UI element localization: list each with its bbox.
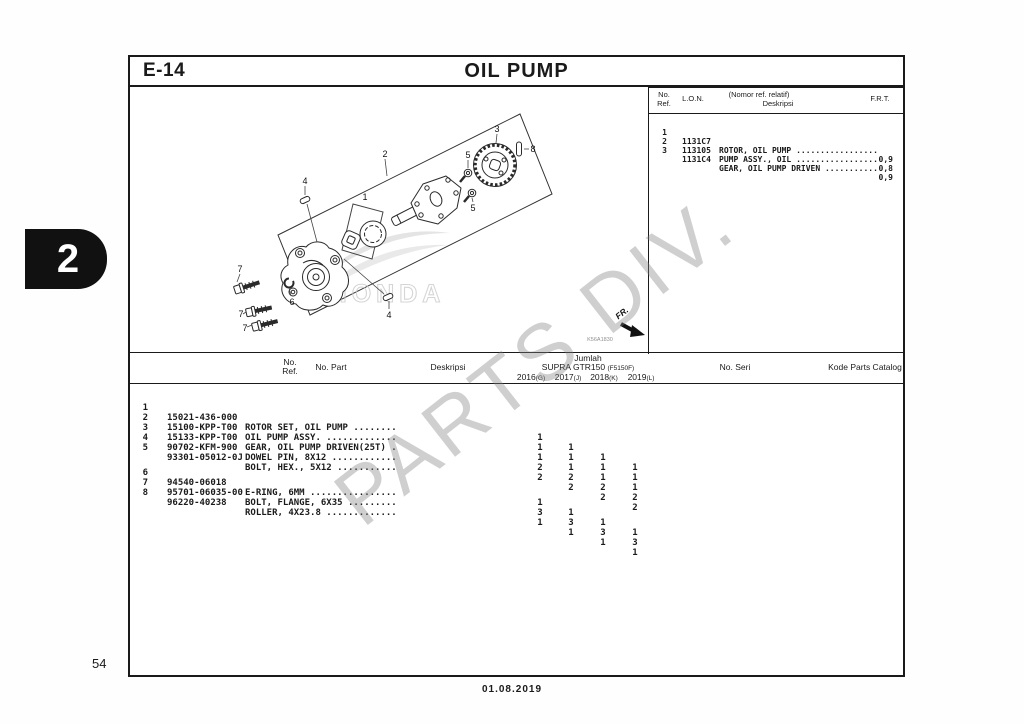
col-year-2019: 2019(L) [627, 372, 655, 383]
fr-arrow-icon: FR. [613, 305, 645, 337]
table-row: 7 95701-06035-00 BOLT, FLANGE, 6X35 ....… [142, 478, 638, 548]
callout-8: 8 [530, 144, 535, 154]
flange-bolt-1 [233, 280, 261, 295]
fr-label: FR. [613, 305, 630, 321]
col-model: SUPRA GTR150 (F5150F) [541, 362, 635, 373]
col-year-2017: 2017(J) [554, 372, 582, 383]
page-number: 54 [92, 656, 107, 671]
callout-3: 3 [494, 124, 499, 134]
pump-cover-plate [410, 175, 462, 225]
table-row: 4 90702-KFM-900 DOWEL PIN, 8X12 ........… [142, 433, 638, 503]
leader-lines [236, 133, 529, 328]
driven-sprocket [473, 143, 517, 187]
ref-table-rule [649, 113, 903, 114]
col-frt: F.R.T. [870, 94, 890, 103]
page-title: OIL PUMP [464, 60, 569, 82]
callout-2: 2 [382, 149, 387, 159]
section-side-tab: 2 [25, 229, 107, 289]
col-jumlah: Jumlah [574, 353, 602, 363]
callout-5-upper: 5 [465, 150, 470, 160]
dowel-pin-upper [299, 195, 311, 205]
main-frame: E-14 OIL PUMP No. Ref. L.O.N. (Nomor ref… [128, 55, 905, 677]
table-row: 3 15133-KPP-T00 GEAR, OIL PUMP DRIVEN(25… [142, 423, 638, 493]
table-row: 8 96220-40238 ROLLER, 4X23.8 ...........… [142, 488, 638, 558]
callout-4-lower: 4 [386, 310, 391, 320]
pump-body [280, 241, 349, 311]
outer-rotor [359, 220, 387, 248]
col-no-ref: No. Ref. [282, 357, 298, 376]
lon-ref-table: No. Ref. L.O.N. (Nomor ref. relatif) Des… [648, 87, 903, 354]
callout-7-b: 7 [238, 309, 243, 319]
flange-bolt-3 [251, 319, 279, 332]
diagram-code: K56A1830 [587, 337, 613, 343]
callout-4-upper: 4 [302, 176, 307, 186]
col-year-2018: 2018(K) [590, 372, 618, 383]
col-no-ref: No. Ref. [657, 90, 671, 108]
table-row: 1 15021-436-000 ROTOR SET, OIL PUMP ....… [142, 403, 638, 473]
callout-1: 1 [362, 192, 367, 202]
header-rule [130, 85, 903, 87]
table-row: 2 15100-KPP-T00 OIL PUMP ASSY. .........… [142, 413, 638, 483]
col-no-seri: No. Seri [719, 362, 751, 372]
footer-date: 01.08.2019 [481, 684, 543, 695]
col-rel-note: (Nomor ref. relatif) [728, 90, 790, 99]
col-deskripsi: Deskripsi [762, 99, 794, 108]
dowel-pin-lower [382, 292, 394, 302]
callout-labels: 1 2 3 4 4 5 5 6 7 7 7 8 [237, 124, 535, 333]
table-row: 5 93301-05012-0J BOLT, HEX., 5X12 ......… [142, 443, 638, 513]
inner-rotor [341, 230, 361, 250]
roller [516, 141, 522, 157]
col-lon: L.O.N. [682, 94, 704, 103]
callout-7-c: 7 [242, 323, 247, 333]
col-no-part: No. Part [315, 362, 347, 372]
bolt-5-upper [459, 168, 473, 183]
table-row: 1 1131C7 ROTOR, OIL PUMP ...............… [662, 128, 893, 164]
col-year-2016: 2016(G) [516, 372, 546, 383]
callout-6: 6 [289, 297, 294, 307]
bolt-5-lower [463, 188, 477, 203]
table-row: 3 1131C4 GEAR, OIL PUMP DRIVEN .........… [662, 146, 893, 182]
col-deskripsi: Deskripsi [430, 362, 466, 372]
table-row: 6 94540-06018 E-RING, 6MM ..............… [142, 468, 638, 538]
exploded-diagram: HONDA [233, 113, 645, 343]
parts-table-header: No. Ref. No. Part Deskripsi Jumlah SUPRA… [130, 352, 903, 384]
col-kode-parts-catalog: Kode Parts Catalog [828, 362, 902, 372]
table-row: 2 113105 PUMP ASSY., OIL ...............… [662, 137, 893, 173]
callout-5-lower: 5 [470, 203, 475, 213]
section-code: E-14 [143, 60, 186, 81]
e-ring [283, 277, 295, 289]
flange-bolt-2 [245, 305, 273, 318]
callout-7-a: 7 [237, 264, 242, 274]
